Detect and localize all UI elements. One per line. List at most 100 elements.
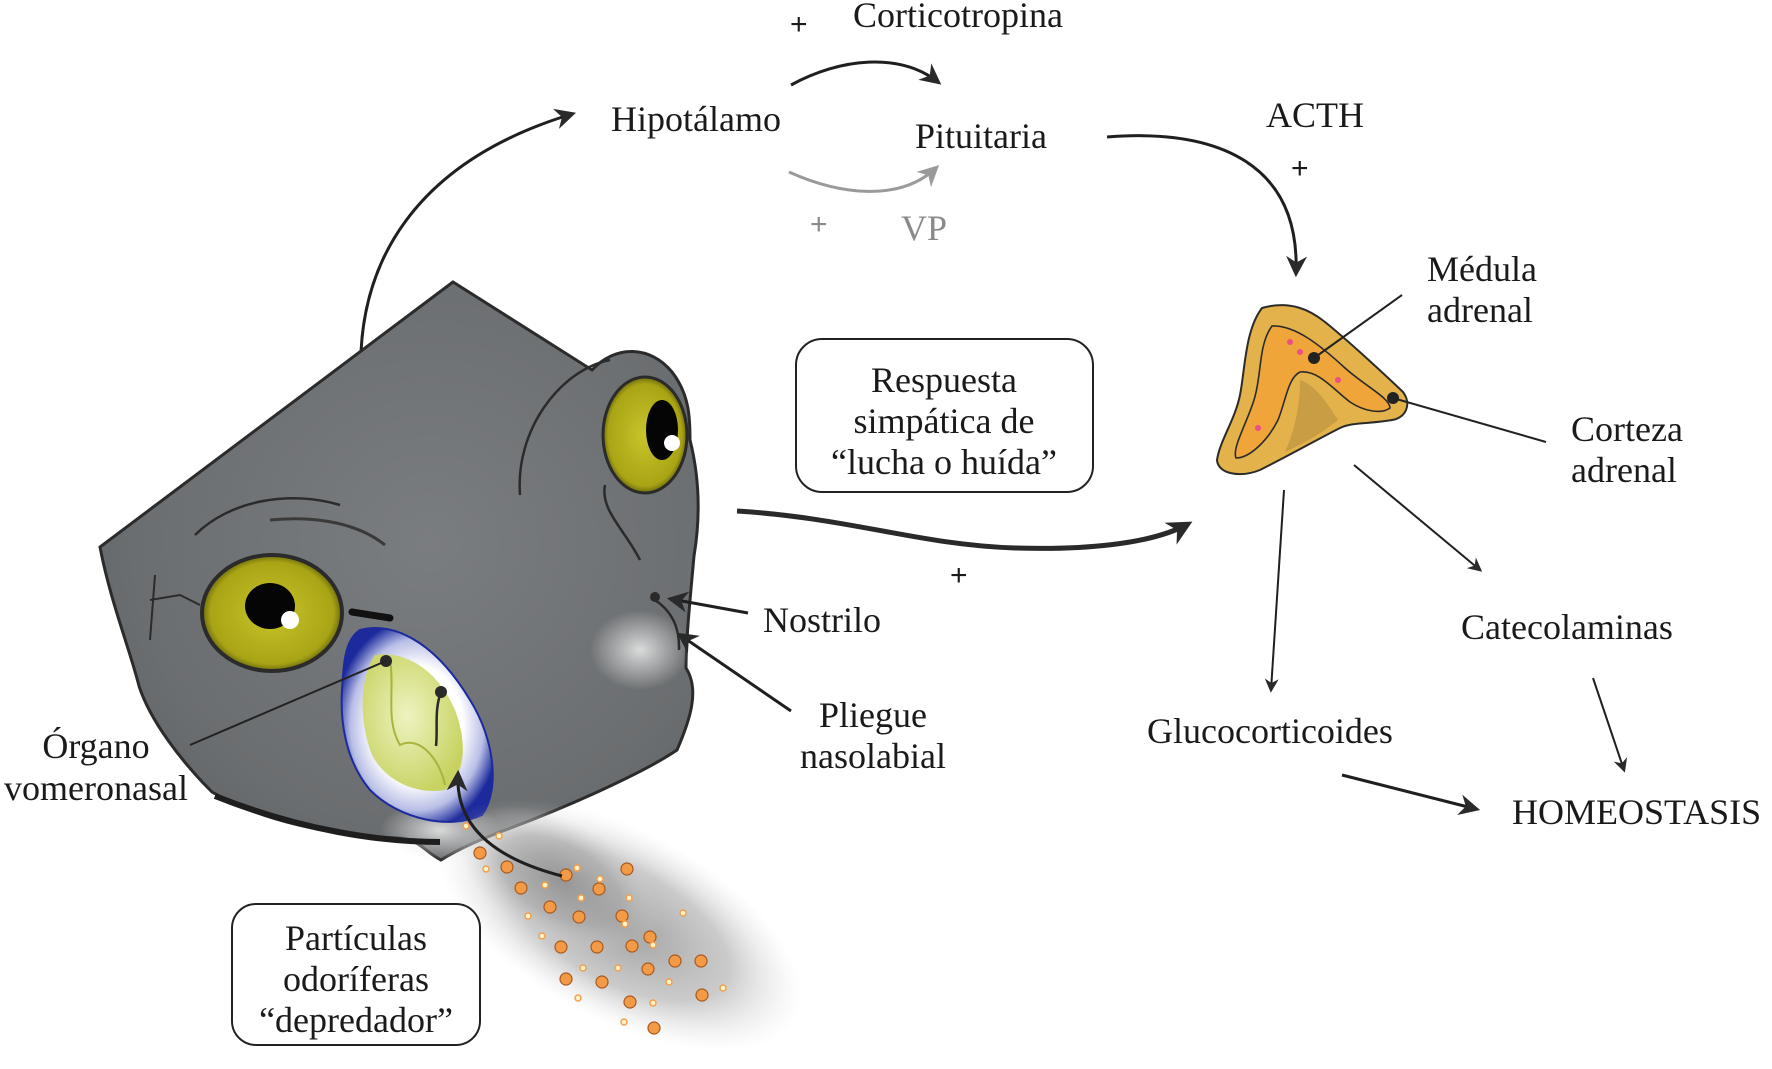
corticotropin-arrow	[790, 60, 942, 87]
vomeronasal-label-line2: vomeronasal	[4, 768, 188, 808]
odor-particle-small	[625, 894, 633, 902]
far-cheek-line	[603, 484, 642, 561]
vasopressin-label: VP	[901, 208, 947, 248]
odor-particle-small	[719, 984, 727, 992]
odor-particle-small	[596, 875, 604, 883]
near-eye-glint	[281, 611, 299, 629]
odor-particle	[554, 940, 568, 954]
mouth-line	[213, 793, 441, 845]
glucocorticoids-label: Glucocorticoides	[1147, 711, 1393, 751]
nasolabial-arrow	[676, 632, 792, 713]
far-eye-glint	[664, 435, 680, 451]
glucocorticoids-to-homeostasis-arrow	[1341, 773, 1481, 816]
odor-particle-small	[574, 994, 582, 1002]
sympathetic-response-box	[795, 338, 1094, 493]
odor-particle	[695, 988, 709, 1002]
rodent-head-illustration	[98, 280, 700, 862]
odor-particle	[647, 1021, 661, 1035]
odor-box-line3: “depredador”	[259, 1000, 453, 1040]
odor-cloud	[437, 799, 803, 1051]
whisker-marks	[149, 574, 201, 641]
nostril-dot	[650, 592, 660, 602]
odor-particle	[500, 860, 514, 874]
adrenal-medulla-band	[1234, 325, 1391, 459]
medulla-label-line1: Médula	[1427, 249, 1537, 289]
nostril-label: Nostrilo	[763, 600, 881, 640]
odor-particle-small	[620, 1018, 628, 1026]
adrenal-gland	[1215, 304, 1409, 476]
odor-particle	[668, 954, 682, 968]
odor-particle-small	[495, 832, 503, 840]
odor-particle-small	[614, 964, 622, 972]
odor-particle	[473, 846, 487, 860]
odor-particle	[572, 910, 586, 924]
odor-particle	[694, 954, 708, 968]
adrenal-to-glucocorticoids-arrow	[1264, 489, 1285, 693]
odor-box-line1: Partículas	[285, 918, 427, 958]
vomeronasal-label-line1: Órgano	[42, 726, 149, 766]
odor-particle	[543, 900, 557, 914]
vasopressin-plus: +	[810, 208, 828, 241]
odor-particle-small	[462, 822, 470, 830]
medulla-leader-line	[1313, 294, 1403, 359]
vomeronasal-leader-line	[189, 660, 387, 746]
vno-fold	[389, 659, 446, 786]
odor-particle	[592, 882, 606, 896]
sympathetic-line3: “lucha o huída”	[831, 442, 1057, 482]
odor-box-line2: odoríferas	[283, 959, 429, 999]
odor-particle	[641, 962, 655, 976]
odor-particle-small	[573, 864, 581, 872]
sympathetic-arrow	[736, 508, 1193, 551]
odor-particles-box	[231, 903, 481, 1046]
sympathetic-plus: +	[950, 559, 968, 592]
odor-particle-small	[649, 999, 657, 1007]
odor-to-vno-arrow	[446, 769, 563, 878]
odor-particle	[620, 862, 634, 876]
near-eye-brow	[194, 497, 341, 536]
cortex-label-line2: adrenal	[1571, 450, 1677, 490]
vasopressin-arrow	[788, 165, 940, 193]
catecholamines-to-homeostasis-arrow	[1592, 677, 1628, 773]
acth-label: ACTH	[1266, 95, 1364, 135]
sympathetic-line2: simpática de	[854, 401, 1035, 441]
nostril-arrow	[666, 591, 749, 615]
corticotropin-plus: +	[790, 8, 808, 41]
odor-particle-small	[579, 964, 587, 972]
sympathetic-line1: Respuesta	[871, 360, 1017, 400]
odor-particle	[643, 930, 657, 944]
catecholamines-label: Catecolaminas	[1461, 607, 1673, 647]
odor-particle	[623, 995, 637, 1009]
nasolabial-label-line2: nasolabial	[800, 736, 946, 776]
head-to-hypothalamus-arrow	[359, 108, 577, 397]
medulla-label-line2: adrenal	[1427, 290, 1533, 330]
homeostasis-label: HOMEOSTASIS	[1512, 792, 1761, 832]
odor-particle-small	[524, 912, 532, 920]
odor-particle	[615, 909, 629, 923]
odor-particle-small	[621, 920, 629, 928]
pituitary-label: Pituitaria	[915, 116, 1047, 156]
odor-particle-small	[538, 932, 546, 940]
near-eye-brow2	[269, 517, 386, 547]
adrenal-to-catecholamines-arrow	[1353, 464, 1483, 572]
odor-particle	[590, 940, 604, 954]
odor-particle-small	[679, 909, 687, 917]
far-eye-brow	[518, 358, 611, 496]
adrenal-shadow	[1285, 380, 1338, 452]
cortex-leader-line	[1392, 397, 1547, 443]
muzzle-highlight	[590, 610, 690, 690]
odor-particle-small	[577, 894, 585, 902]
odor-particle-small	[665, 978, 673, 986]
odor-particle-small	[482, 865, 490, 873]
odor-particle	[595, 975, 609, 989]
vno-dark-mark	[348, 608, 394, 622]
odor-particles	[462, 822, 727, 1035]
acth-plus: +	[1291, 152, 1309, 185]
cortex-label-line1: Corteza	[1571, 409, 1683, 449]
acth-arrow	[1106, 134, 1308, 278]
nasolabial-label-line1: Pliegue	[819, 695, 927, 735]
odor-particle-small	[649, 941, 657, 949]
odor-particle-small	[541, 881, 549, 889]
odor-particle	[514, 881, 528, 895]
vno-duct-line	[434, 691, 443, 747]
